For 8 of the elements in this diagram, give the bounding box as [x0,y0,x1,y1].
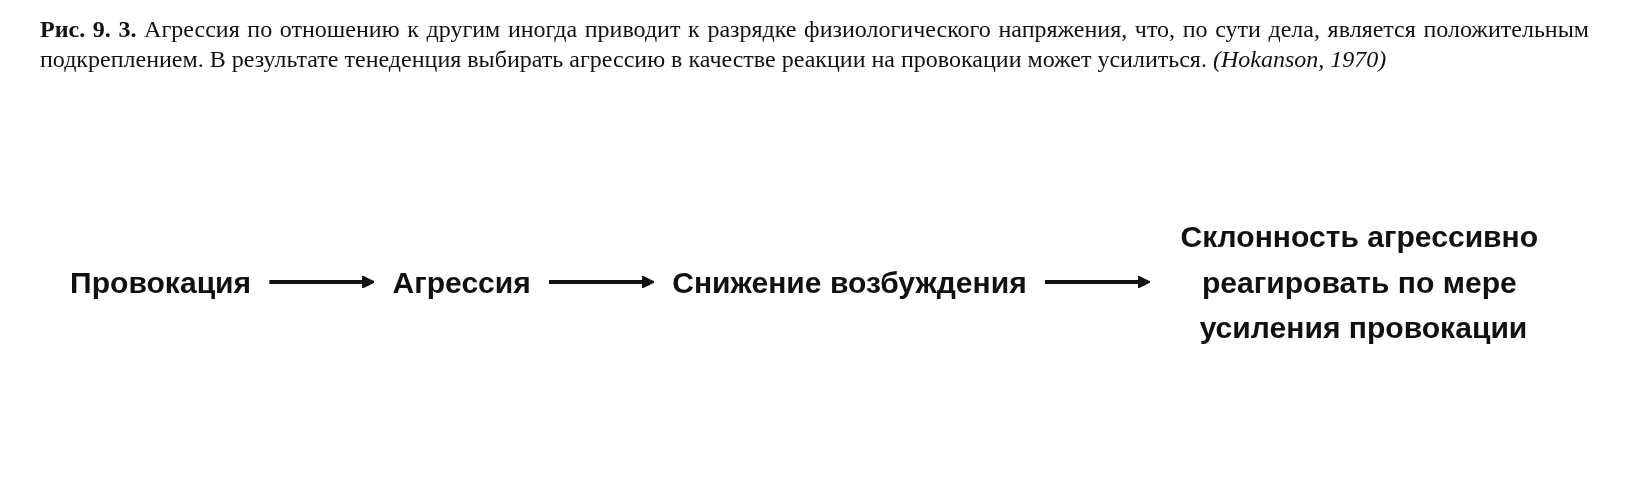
figure-caption: Рис. 9. 3. Агрессия по отношению к другим иногда приводит к разрядке физиологического напряжения, что, по сути дела, является положительным подкреплением. В результате тенеденция выбирать агрессию в качестве реакции на провокации может усилиться. (Hokanson, 1970) [40,15,1589,74]
node-text: Снижение возбуждения [672,265,1027,299]
node-text: Склонность агрессивно реагировать по мере усиления провокации [1180,220,1539,344]
arrow [1044,275,1151,289]
node-text: Провокация [70,265,252,299]
node-text: Агрессия [392,265,531,299]
arrow [548,275,655,289]
arrow [269,275,376,289]
